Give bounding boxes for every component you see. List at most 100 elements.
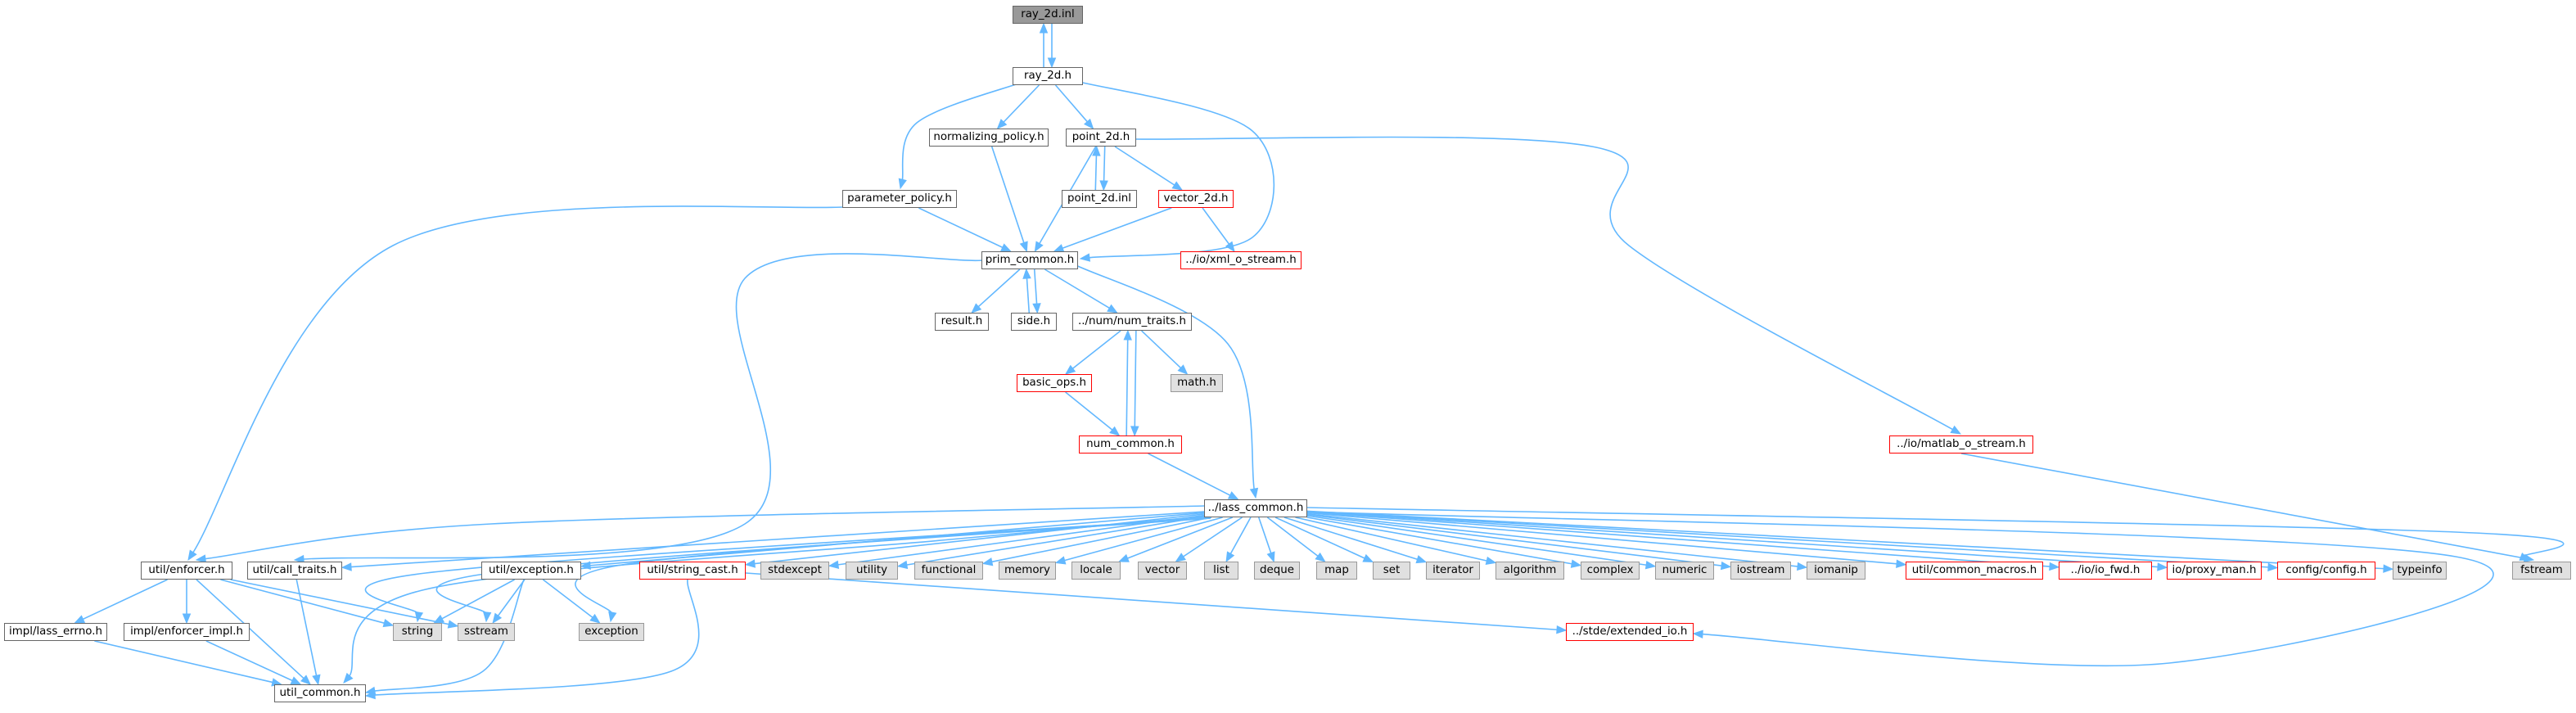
edge-lass-common-h-to-numeric — [1306, 515, 1649, 566]
edge-arrowhead — [1123, 329, 1132, 341]
edge-lass-common-h-to-extended-io-h — [1306, 511, 2494, 667]
edge-arrowhead — [1034, 241, 1044, 253]
edge-arrowhead — [1797, 562, 1808, 571]
edge-enforcer-h-to-string — [220, 579, 386, 625]
node-ray-2d-inl: ray_2d.inl — [1013, 6, 1083, 24]
edge-side-h-to-prim-common-h — [1026, 276, 1031, 314]
edge-arrowhead — [1950, 425, 1962, 435]
edge-lass-common-h-to-set — [1274, 517, 1367, 560]
node-proxy-man-h[interactable]: io/proxy_man.h — [2167, 562, 2262, 580]
edge-arrowhead — [1315, 552, 1326, 562]
edge-arrowhead — [1570, 559, 1582, 568]
node-stdexcept: stdexcept — [760, 562, 829, 580]
edge-arrowhead — [290, 676, 302, 685]
edge-lass-errno-h-to-util-common-h — [94, 640, 275, 684]
edge-lass-common-h-to-proxy-man-h — [1306, 511, 2160, 568]
edge-lass-common-h-to-iostream — [1306, 513, 1724, 567]
node-lass-common-h[interactable]: ../lass_common.h — [1204, 499, 1307, 517]
node-enforcer-impl-h[interactable]: impl/enforcer_impl.h — [124, 623, 250, 641]
edge-arrowhead — [414, 611, 424, 623]
edge-point-2d-inl-to-point-2d-h — [1094, 153, 1098, 191]
edge-lass-common-h-to-locale — [1126, 517, 1234, 560]
edge-exception-h-to-string — [440, 579, 515, 620]
edge-arrowhead — [898, 178, 907, 190]
node-util-common-h[interactable]: util_common.h — [274, 684, 366, 702]
edge-arrowhead — [195, 554, 207, 563]
edge-arrowhead — [1019, 241, 1028, 253]
node-ray-2d-h[interactable]: ray_2d.h — [1013, 67, 1083, 85]
node-enforcer-h[interactable]: util/enforcer.h — [141, 562, 232, 580]
node-memory: memory — [999, 562, 1056, 580]
node-num-traits-h[interactable]: ../num/num_traits.h — [1072, 313, 1192, 331]
node-basic-ops-h[interactable]: basic_ops.h — [1017, 374, 1092, 392]
node-extended-io-h[interactable]: ../stde/extended_io.h — [1566, 623, 1694, 641]
edge-lass-common-h-to-fstream — [1306, 507, 2565, 558]
edge-lass-common-h-to-iomanip — [1306, 512, 1800, 567]
node-common-macros-h[interactable]: util/common_macros.h — [1906, 562, 2043, 580]
edge-arrowhead — [1000, 243, 1012, 252]
node-config-h[interactable]: config/config.h — [2277, 562, 2375, 580]
node-utility: utility — [846, 562, 898, 580]
node-normalizing-policy-h[interactable]: normalizing_policy.h — [929, 129, 1049, 147]
edge-prim-common-h-to-side-h — [1033, 269, 1038, 306]
edge-arrowhead — [608, 611, 617, 623]
node-numeric: numeric — [1655, 562, 1714, 580]
edge-ray-2d-h-to-point-2d-h — [1054, 84, 1089, 124]
edge-arrowhead — [74, 615, 86, 624]
node-matlab-o-stream-h[interactable]: ../io/matlab_o_stream.h — [1889, 435, 2033, 454]
edge-ray-2d-h-to-normalizing-policy-h — [1002, 84, 1040, 124]
edge-enforcer-h-to-lass-errno-h — [81, 579, 168, 620]
node-side-h[interactable]: side.h — [1011, 313, 1057, 331]
node-complex: complex — [1581, 562, 1640, 580]
edge-normalizing-policy-h-to-prim-common-h — [990, 146, 1026, 245]
edge-arrowhead — [492, 612, 503, 625]
edge-arrowhead — [1249, 487, 1259, 499]
node-exception-h[interactable]: util/exception.h — [481, 562, 581, 580]
node-parameter-policy-h[interactable]: parameter_policy.h — [842, 190, 957, 208]
node-lass-errno-h[interactable]: impl/lass_errno.h — [4, 623, 107, 641]
node-set: set — [1373, 562, 1410, 580]
edge-arrowhead — [981, 557, 994, 566]
node-prim-common-h[interactable]: prim_common.h — [981, 251, 1078, 269]
node-xml-o-stream-h[interactable]: ../io/xml_o_stream.h — [1180, 251, 1302, 269]
edge-point-2d-h-to-point-2d-inl — [1103, 146, 1106, 183]
edge-arrowhead — [1064, 364, 1076, 375]
edge-arrowhead — [382, 618, 395, 628]
node-num-common-h[interactable]: num_common.h — [1079, 435, 1182, 454]
edge-arrowhead — [1022, 268, 1031, 279]
edge-arrowhead — [1692, 630, 1703, 639]
edge-arrowhead — [1130, 426, 1139, 437]
node-sstream: sstream — [458, 623, 515, 641]
node-point-2d-inl[interactable]: point_2d.inl — [1062, 190, 1137, 208]
edge-lass-common-h-to-io-fwd-h — [1306, 511, 2052, 567]
edge-prim-common-h-to-lass-common-h — [1071, 263, 1256, 491]
node-result-h[interactable]: result.h — [935, 313, 989, 331]
node-io-fwd-h[interactable]: ../io/io_fwd.h — [2059, 562, 2152, 580]
dependency-edges — [74, 22, 2565, 700]
edge-prim-common-h-to-num-traits-h — [1044, 269, 1112, 310]
edge-parameter-policy-h-to-enforcer-h — [192, 205, 860, 554]
node-string-cast-h[interactable]: util/string_cast.h — [639, 562, 746, 580]
edge-arrowhead — [828, 560, 840, 569]
edge-arrowhead — [1054, 556, 1067, 565]
node-point-2d-h[interactable]: point_2d.h — [1066, 129, 1136, 147]
edge-arrowhead — [996, 119, 1008, 129]
edge-ray-2d-h-to-prim-common-h — [1071, 79, 1275, 259]
edge-arrowhead — [1362, 553, 1374, 563]
edge-arrowhead — [1415, 555, 1428, 564]
node-call-traits-h[interactable]: util/call_traits.h — [247, 562, 342, 580]
edge-exception-h-to-util-common-h — [372, 579, 525, 693]
edge-arrowhead — [896, 560, 909, 570]
node-vector-2d-h[interactable]: vector_2d.h — [1158, 190, 1234, 208]
edge-arrowhead — [1039, 22, 1049, 34]
node-algorithm: algorithm — [1496, 562, 1564, 580]
edge-arrowhead — [312, 674, 321, 686]
edge-string-cast-h-to-extended-io-h — [745, 572, 1559, 631]
edge-arrowhead — [1556, 625, 1568, 634]
edge-lass-common-h-to-utility — [905, 516, 1205, 566]
node-string: string — [393, 623, 442, 641]
edge-num-common-h-to-num-traits-h — [1126, 337, 1129, 436]
edge-num-traits-h-to-basic-ops-h — [1071, 330, 1121, 371]
edge-num-traits-h-to-math-h — [1141, 330, 1183, 370]
